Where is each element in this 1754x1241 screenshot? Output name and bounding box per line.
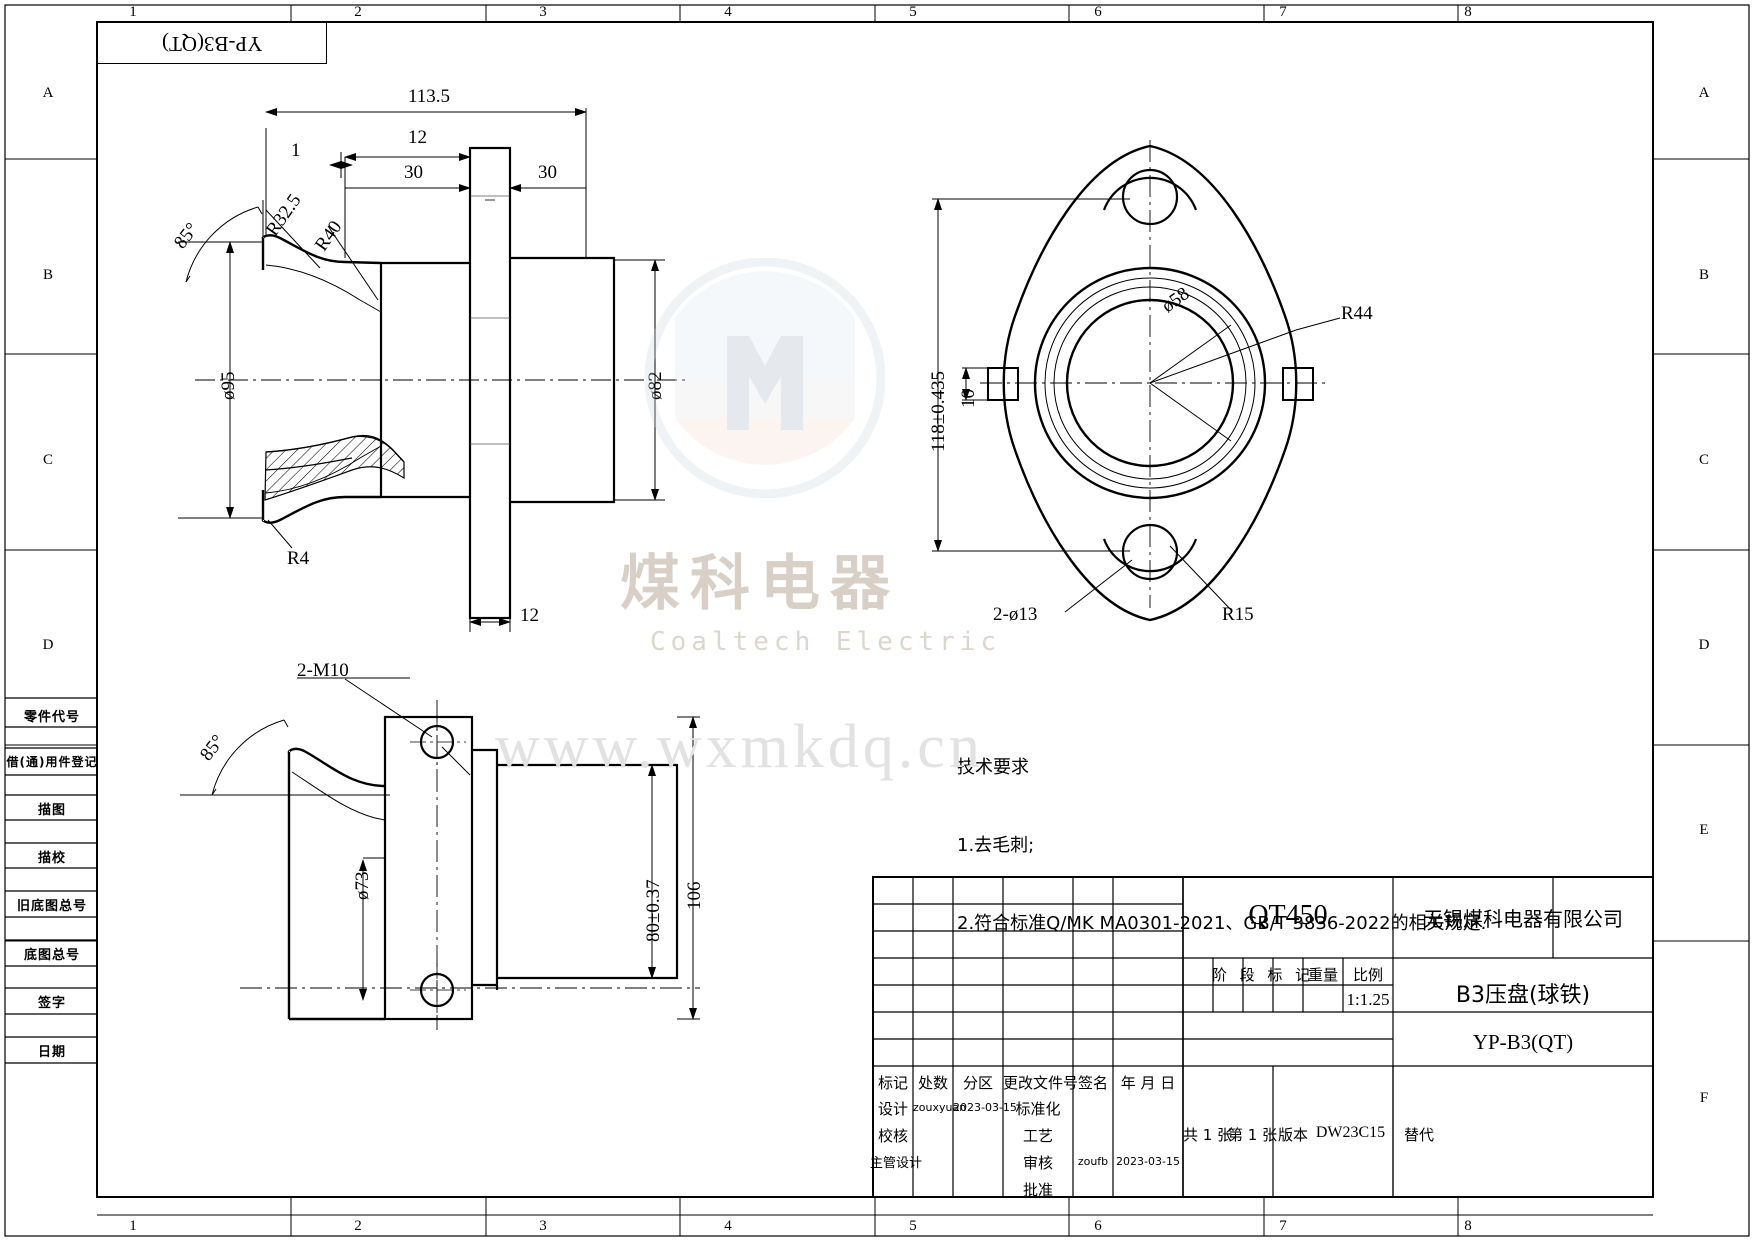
corner-label-text: YP-B3(QT) bbox=[161, 31, 263, 56]
dim-113-5: 113.5 bbox=[408, 86, 451, 107]
zone-col-top-5: 5 bbox=[909, 4, 917, 20]
dim-r44: R44 bbox=[1341, 303, 1373, 324]
part-name: B3压盘(球铁) bbox=[1455, 983, 1591, 1008]
rev-header-zone: 分区 bbox=[962, 1074, 993, 1092]
sheet-total: 共 1 张 bbox=[1183, 1126, 1233, 1144]
dim-r4: R4 bbox=[287, 548, 310, 569]
right-view bbox=[932, 140, 1341, 622]
dim-106: 106 bbox=[684, 881, 705, 911]
zone-row-right-c: C bbox=[1698, 452, 1709, 468]
zone-col-bot-4: 4 bbox=[724, 1218, 732, 1234]
dim-d95: ø95 bbox=[218, 371, 239, 401]
zone-col-bot-8: 8 bbox=[1464, 1218, 1472, 1234]
zone-col-bot-5: 5 bbox=[909, 1218, 917, 1234]
zone-col-top-7: 7 bbox=[1279, 4, 1287, 20]
zone-col-top-3: 3 bbox=[539, 4, 547, 20]
zone-row-right-d: D bbox=[1698, 637, 1710, 653]
dim-30-right: 30 bbox=[538, 162, 557, 183]
zone-col-bot-7: 7 bbox=[1279, 1218, 1287, 1234]
rev-header-sign: 签名 bbox=[1077, 1074, 1108, 1092]
dim-2-m10: 2-M10 bbox=[297, 660, 349, 681]
zone-row-left-c: C bbox=[42, 452, 53, 468]
version-label: 版本 bbox=[1277, 1126, 1308, 1144]
role-standardize: 标准化 bbox=[1015, 1100, 1061, 1118]
zone-row-right-e: E bbox=[1699, 822, 1709, 838]
record-label-trace-check: 描校 bbox=[37, 851, 66, 866]
replace-label: 替代 bbox=[1403, 1126, 1434, 1144]
zone-col-top-2: 2 bbox=[354, 4, 362, 20]
record-column-grid bbox=[5, 697, 97, 1064]
dim-10: 10 bbox=[958, 389, 979, 408]
record-label-base-no: 底图总号 bbox=[23, 948, 80, 963]
company-name: 无锡煤科电器有限公司 bbox=[1423, 907, 1623, 931]
zone-col-bot-3: 3 bbox=[539, 1218, 547, 1234]
title-block-grid bbox=[872, 876, 1654, 1198]
role-approve: 批准 bbox=[1022, 1181, 1053, 1199]
role-design-date: 2023-03-15 bbox=[953, 1101, 1017, 1114]
tech-req-line-1: 1.去毛刺; bbox=[957, 835, 1035, 856]
dim-d82: ø82 bbox=[645, 371, 666, 401]
zone-col-top-8: 8 bbox=[1464, 4, 1472, 20]
version-value: DW23C15 bbox=[1315, 1124, 1386, 1141]
role-process: 工艺 bbox=[1022, 1127, 1053, 1145]
record-label-old-base-no: 旧底图总号 bbox=[16, 899, 87, 914]
zone-row-right-a: A bbox=[1698, 85, 1710, 101]
role-chief-design: 主管设计 bbox=[870, 1156, 923, 1171]
sheet-index: 第 1 张 bbox=[1228, 1126, 1278, 1144]
zone-col-top-4: 4 bbox=[724, 4, 732, 20]
tech-req-heading: 技术要求 bbox=[957, 757, 1029, 778]
zone-col-bot-6: 6 bbox=[1094, 1218, 1102, 1234]
scale-header: 比例 bbox=[1352, 966, 1383, 984]
dim-12-bottom: 12 bbox=[520, 605, 539, 626]
role-review-date: 2023-03-15 bbox=[1116, 1155, 1180, 1168]
stage-mark-header: 阶 段 标 记 bbox=[1211, 966, 1315, 984]
rev-header-mark: 标记 bbox=[877, 1074, 908, 1092]
record-label-part-code: 零件代号 bbox=[23, 710, 80, 725]
weight-header: 重量 bbox=[1307, 966, 1338, 984]
role-review: 审核 bbox=[1022, 1154, 1053, 1172]
technical-requirements: 技术要求 1.去毛刺; 2.符合标准Q/MK MA0301-2021、GB/T … bbox=[957, 703, 1486, 963]
rev-header-doc-no: 更改文件号 bbox=[1003, 1074, 1079, 1092]
sheet-corner-label: YP-B3(QT) bbox=[97, 22, 327, 64]
rev-header-date: 年 月 日 bbox=[1120, 1074, 1176, 1092]
dim-2-d13: 2-ø13 bbox=[993, 604, 1038, 625]
dim-1: 1 bbox=[291, 140, 301, 161]
zone-row-left-a: A bbox=[42, 85, 54, 101]
role-check: 校核 bbox=[877, 1127, 908, 1145]
dim-80-tol: 80±0.37 bbox=[643, 879, 664, 942]
dim-12-top: 12 bbox=[408, 127, 427, 148]
zone-col-bot-1: 1 bbox=[129, 1218, 137, 1234]
record-label-tracing: 描图 bbox=[37, 803, 66, 818]
part-code: YP-B3(QT) bbox=[1472, 1030, 1574, 1054]
tech-req-line-2: 2.符合标准Q/MK MA0301-2021、GB/T 3836-2022的相关… bbox=[957, 913, 1487, 934]
record-label-borrowed-parts: 借(通)用件登记 bbox=[6, 755, 98, 769]
role-design: 设计 bbox=[877, 1100, 908, 1118]
zone-row-right-b: B bbox=[1698, 267, 1709, 283]
material-value: QT450 bbox=[1248, 900, 1328, 931]
role-review-name: zoufb bbox=[1077, 1155, 1109, 1168]
dim-r15: R15 bbox=[1222, 604, 1254, 625]
dim-d73: ø73 bbox=[352, 871, 373, 901]
zone-col-bot-2: 2 bbox=[354, 1218, 362, 1234]
front-section-view bbox=[178, 108, 690, 632]
zone-col-top-6: 6 bbox=[1094, 4, 1102, 20]
role-design-name: zouxyuan bbox=[913, 1101, 967, 1114]
zone-row-left-b: B bbox=[42, 267, 53, 283]
zone-row-left-d: D bbox=[42, 637, 54, 653]
record-label-signature: 签字 bbox=[37, 996, 66, 1011]
record-label-date: 日期 bbox=[37, 1045, 66, 1060]
bottom-view bbox=[180, 677, 700, 1030]
zone-row-right-f: F bbox=[1699, 1090, 1709, 1106]
dim-30-left: 30 bbox=[404, 162, 423, 183]
scale-value: 1:1.25 bbox=[1346, 990, 1390, 1009]
zone-col-top-1: 1 bbox=[129, 4, 137, 20]
dim-118-tol: 118±0.435 bbox=[928, 371, 949, 452]
rev-header-count: 处数 bbox=[917, 1074, 948, 1092]
